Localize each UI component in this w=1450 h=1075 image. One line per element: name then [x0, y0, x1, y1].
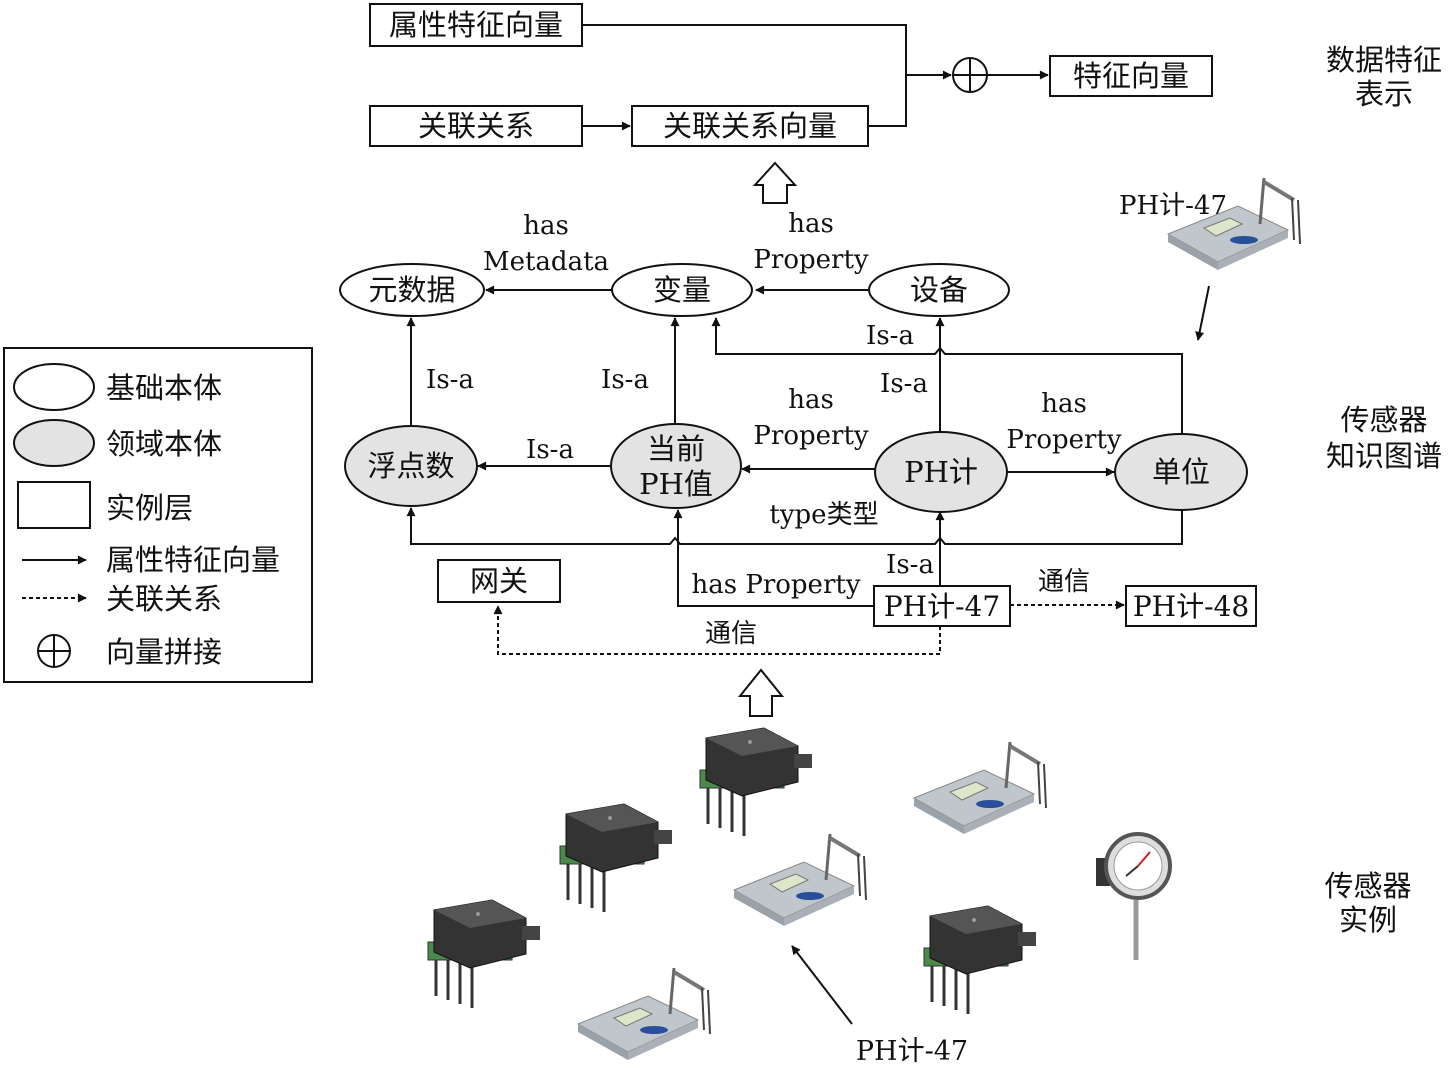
label-has-metadata-2: Metadata: [483, 247, 609, 277]
attr-vec-box: [369, 3, 583, 47]
legend-base-label: 基础本体: [106, 371, 222, 405]
node-metadata: [339, 263, 485, 317]
concat-icon: [952, 57, 988, 93]
node-current-ph-label-2: PH值: [639, 467, 713, 501]
legend: 基础本体 领域本体 实例层 属性特征向量 关联关系 向量拼接: [3, 347, 313, 683]
side-inst-2: 实例: [1339, 903, 1397, 937]
thermometer-gauge-icon: [1096, 832, 1172, 960]
relation-vec-box: [631, 105, 869, 147]
label-isa-variable: Is-a: [601, 365, 649, 395]
label-comm-ph48: 通信: [1038, 567, 1090, 597]
relation-vec-label: 关联关系向量: [663, 109, 837, 143]
ph47-top-label: PH计-47: [1119, 191, 1227, 221]
node-ph47: [873, 585, 1011, 627]
legend-concat-label: 向量拼接: [106, 635, 222, 669]
node-float: [344, 425, 478, 507]
legend-domain-icon: [13, 419, 95, 467]
feature-vec-box: [1049, 55, 1213, 97]
feature-vec-label: 特征向量: [1073, 59, 1189, 93]
edge-unit-variable: [711, 317, 1183, 440]
label-isa-device: Is-a: [866, 321, 914, 351]
label-isa-metadata: Is-a: [426, 365, 474, 395]
label-type: type类型: [769, 500, 878, 530]
pressure-sensor-icon-1: [698, 726, 814, 838]
node-float-label: 浮点数: [367, 449, 454, 483]
side-data-repr-1: 数据特征: [1326, 43, 1442, 77]
node-gateway: [437, 559, 561, 603]
ph-meter-icon-1: [912, 740, 1048, 836]
side-labels: 数据特征 表示 传感器 知识图谱 传感器 实例: [1324, 43, 1442, 937]
label-has-property-right-1: has: [1041, 389, 1087, 419]
up-arrow-top-icon: [752, 161, 798, 204]
label-has-property-bottom: has Property: [691, 570, 860, 600]
ph47-bottom-arrow: [791, 945, 853, 1025]
knowledge-graph: 元数据 变量 设备 浮点数 当前 PH值 PH计 单位 网关 PH计-47 PH…: [339, 176, 1302, 655]
side-kg-2: 知识图谱: [1326, 439, 1442, 473]
side-data-repr-2: 表示: [1355, 77, 1413, 111]
legend-instance-icon: [17, 481, 91, 529]
node-unit-label: 单位: [1152, 455, 1210, 489]
label-has-property-mid-1: has: [788, 385, 834, 415]
label-isa-float: Is-a: [526, 435, 574, 465]
label-has-property-right-2: Property: [1006, 425, 1121, 455]
attr-vec-label: 属性特征向量: [389, 8, 563, 42]
relation-label: 关联关系: [418, 109, 534, 143]
legend-instance-label: 实例层: [106, 491, 193, 525]
top-section: 属性特征向量 关联关系 关联关系向量 特征向量: [369, 3, 1213, 204]
node-metadata-label: 元数据: [368, 273, 455, 307]
label-has-metadata-1: has: [523, 211, 569, 241]
label-has-property-top-2: Property: [753, 245, 868, 275]
edge-unit-float: [406, 506, 1183, 545]
node-device-label: 设备: [910, 273, 968, 307]
ph-meter-icon-3: [576, 966, 712, 1062]
node-ph47-label: PH计-47: [884, 590, 1000, 623]
legend-attr-label: 属性特征向量: [106, 543, 280, 577]
node-ph-meter-label: PH计: [904, 455, 978, 489]
node-device: [868, 263, 1010, 317]
sensor-instances: PH计-47: [426, 668, 1172, 1067]
side-inst-1: 传感器: [1324, 869, 1411, 903]
ph-meter-icon-2: [732, 832, 868, 928]
legend-relation-label: 关联关系: [106, 582, 222, 616]
relation-box: [369, 105, 583, 147]
up-arrow-bottom-icon: [737, 668, 785, 717]
label-has-property-top-1: has: [788, 209, 834, 239]
node-current-ph-label-1: 当前: [647, 432, 705, 466]
node-variable: [611, 263, 753, 317]
label-isa-phmeter-device: Is-a: [880, 369, 928, 399]
ph47-top-arrow: [1195, 285, 1210, 341]
pressure-sensor-icon-2: [558, 802, 674, 914]
label-comm-gateway: 通信: [705, 619, 757, 649]
node-ph48-label: PH计-48: [1133, 590, 1249, 623]
node-current-ph: [610, 423, 742, 509]
ph47-bottom-label: PH计-47: [856, 1036, 968, 1067]
node-ph48: [1125, 585, 1257, 627]
label-isa-ph47: Is-a: [886, 550, 934, 580]
node-unit: [1114, 433, 1248, 511]
node-ph-meter: [874, 431, 1008, 513]
edge-ph47-currentph: [673, 509, 880, 607]
pressure-sensor-icon-4: [922, 904, 1038, 1016]
edge-ph47-gateway: [493, 605, 941, 655]
legend-concat-icon: [37, 634, 71, 668]
side-kg-1: 传感器: [1340, 403, 1427, 437]
pressure-sensor-icon-3: [426, 898, 542, 1010]
legend-domain-label: 领域本体: [106, 427, 222, 461]
node-gateway-label: 网关: [470, 564, 528, 598]
legend-base-icon: [13, 363, 95, 411]
label-has-property-mid-2: Property: [753, 421, 868, 451]
node-variable-label: 变量: [653, 273, 711, 307]
